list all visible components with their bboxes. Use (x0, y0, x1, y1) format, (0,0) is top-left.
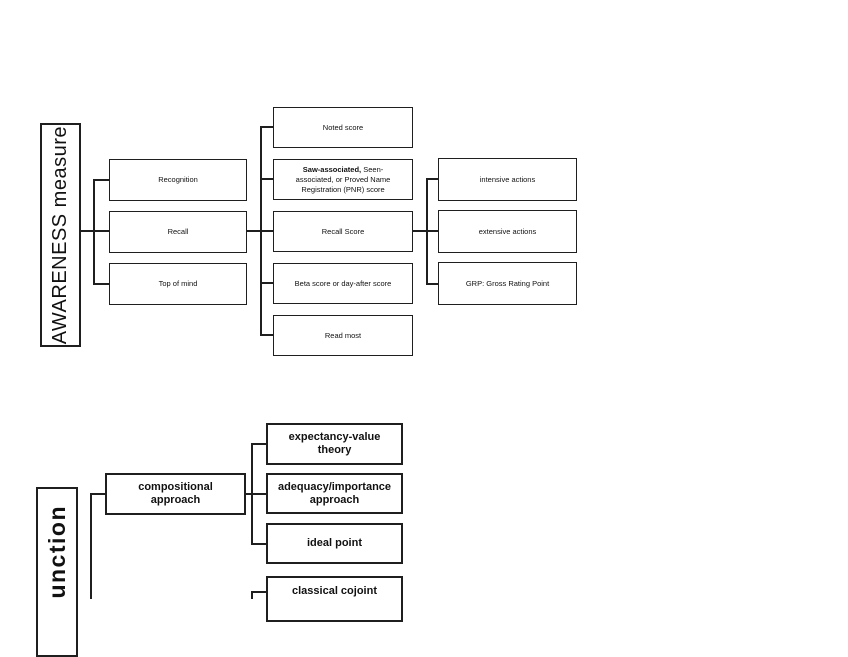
node-adequacy-importance-label: adequacy/importance approach (277, 480, 392, 506)
function-root-label: unction (43, 505, 70, 599)
node-recognition-label: Recognition (158, 175, 198, 184)
node-read-most-label: Read most (324, 330, 362, 340)
awareness-root-box: AWARENESS measure (40, 123, 81, 347)
node-saw-associated-label-rest: Seen-associated, or Proved Name Registra… (295, 164, 391, 194)
connector-bracket1 (93, 179, 95, 285)
node-recall-score: Recall Score (273, 211, 413, 252)
connector-bracket2b-ideal-point (251, 543, 266, 545)
connector-bracket1-recognition (93, 179, 109, 181)
node-noted-score-label: Noted score (322, 122, 364, 132)
connector-lower-bracket-classical (251, 591, 266, 593)
node-adequacy-importance: adequacy/importance approach (266, 473, 403, 514)
connector-function-compositional (90, 493, 105, 495)
node-saw-associated: Saw-associated, Seen-associated, or Prov… (273, 159, 413, 200)
node-recall-label: Recall (167, 227, 189, 236)
node-compositional-approach: compositional approach (105, 473, 246, 515)
node-saw-associated-label: Saw-associated, Seen-associated, or Prov… (291, 165, 395, 195)
node-saw-associated-label-bold: Saw-associated, (302, 164, 362, 174)
awareness-root-label: AWARENESS measure (49, 125, 71, 345)
node-extensive-actions-label: extensive actions (478, 226, 537, 236)
connector-recall-score-to-bracket3 (413, 230, 438, 232)
node-classical-cojoint: classical cojoint (266, 576, 403, 622)
node-read-most: Read most (273, 315, 413, 356)
connector-bracket2b (251, 443, 253, 545)
node-recall-score-label: Recall Score (321, 226, 365, 236)
node-classical-cojoint-label: classical cojoint (292, 585, 377, 597)
function-root-label-area: unction (36, 487, 78, 599)
connector-bracket1-top-of-mind (93, 283, 109, 285)
node-ideal-point-label: ideal point (307, 537, 362, 549)
connector-bracket3-intensive (426, 178, 438, 180)
node-recognition: Recognition (109, 159, 247, 201)
node-expectancy-value: expectancy-value theory (266, 423, 403, 465)
node-beta-score-label: Beta score or day-after score (294, 278, 392, 288)
node-extensive-actions: extensive actions (438, 210, 577, 253)
connector-compositional-to-adequacy (246, 493, 266, 495)
connector-bracket2-read-most (260, 334, 273, 336)
node-top-of-mind: Top of mind (109, 263, 247, 305)
node-expectancy-value-label: expectancy-value theory (288, 431, 381, 456)
node-intensive-actions-label: intensive actions (479, 174, 536, 184)
node-beta-score: Beta score or day-after score (273, 263, 413, 304)
node-compositional-approach-label: compositional approach (138, 481, 213, 506)
connector-bracket2 (260, 126, 262, 336)
connector-function-bracket (90, 493, 92, 599)
connector-bracket3 (426, 178, 428, 285)
connector-bracket2-saw (260, 178, 273, 180)
node-grp-label: GRP: Gross Rating Point (465, 278, 550, 288)
node-grp: GRP: Gross Rating Point (438, 262, 577, 305)
connector-bracket3-grp (426, 283, 438, 285)
connector-lower-bracket (251, 591, 253, 599)
connector-bracket2b-expectancy (251, 443, 266, 445)
connector-bracket2-beta (260, 282, 273, 284)
connector-bracket2-noted (260, 126, 273, 128)
node-recall: Recall (109, 211, 247, 253)
connector-root-to-bracket1 (81, 230, 109, 232)
node-top-of-mind-label: Top of mind (158, 279, 198, 288)
node-intensive-actions: intensive actions (438, 158, 577, 201)
node-ideal-point: ideal point (266, 523, 403, 564)
node-noted-score: Noted score (273, 107, 413, 148)
